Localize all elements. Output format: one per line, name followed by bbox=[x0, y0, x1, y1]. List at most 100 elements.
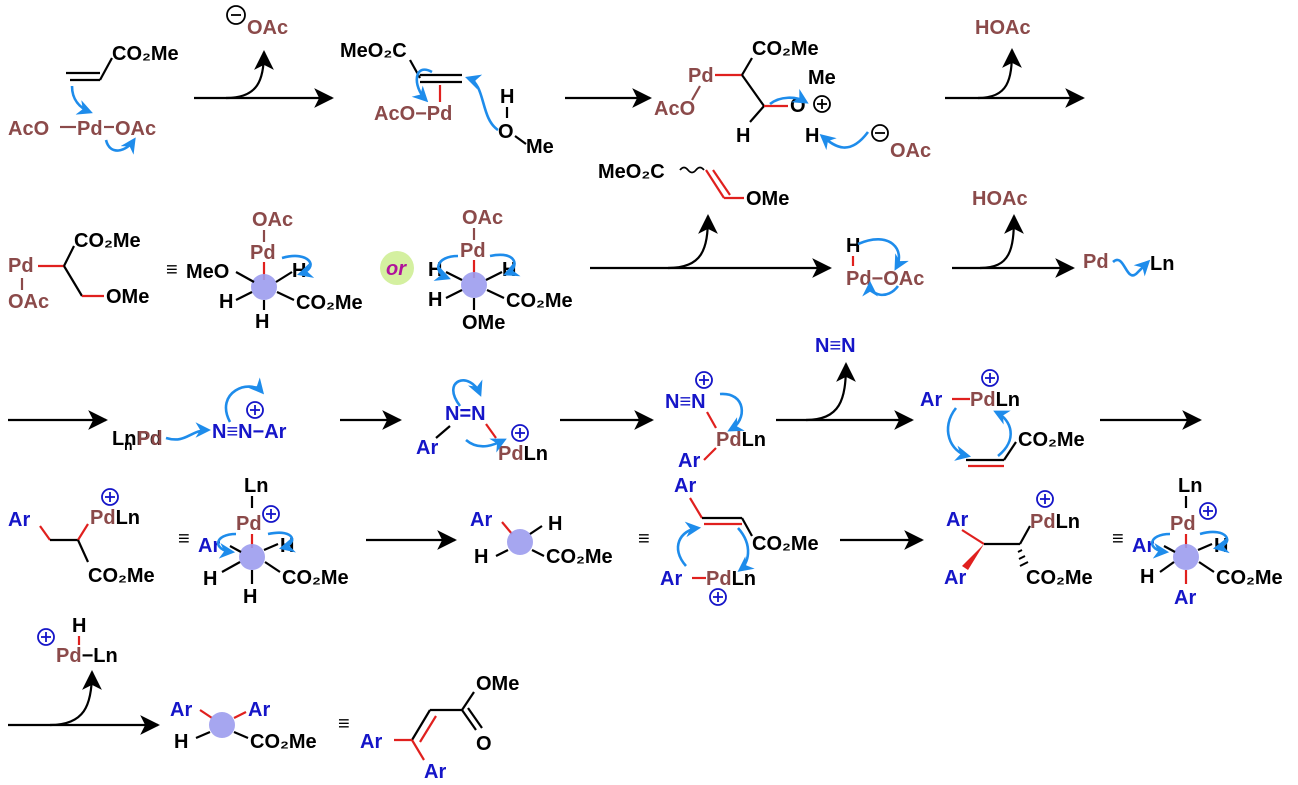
hydro-ar: Ar bbox=[470, 509, 492, 531]
equivalence-5: ≡ bbox=[338, 713, 350, 735]
methanol-me: Me bbox=[526, 136, 554, 158]
newman-projection-3: Ln Pd Ar H H H CO₂Me bbox=[198, 475, 349, 608]
arrow-step-9: N≡N bbox=[776, 335, 914, 430]
enol-ether-ome: OMe bbox=[746, 188, 789, 210]
hydro-h-left: H bbox=[474, 546, 488, 568]
alkyl-pd: Pd bbox=[8, 255, 34, 277]
newman2-pd: Pd bbox=[460, 240, 486, 262]
newman4-pd: Pd bbox=[1170, 513, 1196, 535]
oxonium-arrow bbox=[769, 88, 809, 106]
product-center bbox=[209, 712, 235, 738]
int3-ester: CO₂Me bbox=[752, 38, 819, 60]
arrow-step-1: OAc bbox=[194, 5, 334, 108]
aryl-pd-pdln: PdLn bbox=[970, 389, 1020, 411]
migratory-arrow-2 bbox=[993, 410, 1012, 458]
lnpd-label: LnPd bbox=[112, 428, 162, 450]
hydro-h-top: H bbox=[548, 513, 562, 535]
n2-released: N≡N bbox=[815, 335, 856, 357]
int3-aco: AcO bbox=[654, 98, 695, 120]
newman3-pd: Pd bbox=[236, 513, 262, 535]
newman1-h-bottom: H bbox=[255, 311, 269, 333]
product-ester: CO₂Me bbox=[250, 731, 317, 753]
pd-left-acetate: AcO bbox=[8, 118, 49, 140]
newman2-center bbox=[461, 272, 487, 298]
newman4-arrow-right bbox=[1199, 530, 1230, 554]
acetate-departure-arrow bbox=[104, 137, 136, 155]
aco-pd: AcO−Pd bbox=[374, 103, 452, 125]
pd-diazene-complex: N=N Ar PdLn bbox=[416, 379, 548, 465]
pd0: Pd bbox=[1083, 251, 1109, 273]
newman-projection-4: Ln Pd Ar H H Ar CO₂Me bbox=[1132, 475, 1283, 609]
pdh-arrow-1 bbox=[857, 238, 909, 271]
diaryl-ester: CO₂Me bbox=[1026, 567, 1093, 589]
equivalence-4: ≡ bbox=[1112, 528, 1124, 550]
int3-h-left: H bbox=[736, 125, 750, 147]
pd-hydride-cation: H Pd−Ln bbox=[37, 615, 118, 667]
arrow-step-5: HOAc bbox=[952, 188, 1075, 278]
acrylate-ester: CO₂Me bbox=[112, 43, 179, 65]
alkyl-pd-ome: OMe bbox=[106, 286, 149, 308]
hydro-aryl-product: Ar H H CO₂Me bbox=[470, 509, 613, 568]
product-ar-right: Ar bbox=[248, 699, 270, 721]
acetate-leaving: OAc bbox=[247, 17, 288, 39]
newman4-ar-left: Ar bbox=[1132, 535, 1154, 557]
complex-arrow-1 bbox=[676, 521, 702, 567]
pd-attack-arrow bbox=[165, 422, 212, 441]
alkyl-pd-product: Pd CO₂Me OMe OAc bbox=[8, 230, 149, 313]
equivalence-2: ≡ bbox=[178, 528, 190, 550]
newman2-h-low: H bbox=[428, 289, 442, 311]
cinnamate-o: O bbox=[476, 733, 492, 755]
hydro-ester: CO₂Me bbox=[546, 546, 613, 568]
newman4-arrow-left bbox=[1150, 532, 1171, 559]
pd-alkene-intermediate: MeO₂C AcO−Pd H O Me bbox=[340, 40, 554, 158]
newman3-arrow-left bbox=[216, 532, 237, 559]
ligand-ln: Ln bbox=[1150, 253, 1174, 275]
methanol-attack-arrow bbox=[465, 74, 499, 132]
diaryl-ar-bottom: Ar bbox=[944, 567, 966, 589]
complex-ar-bottom: Ar bbox=[660, 568, 682, 590]
newman4-ar-bottom: Ar bbox=[1174, 587, 1196, 609]
complex-pdln: PdLn bbox=[716, 429, 766, 451]
methanol-o: O bbox=[498, 121, 514, 143]
pd-hydride-species: H Pd−OAc bbox=[846, 235, 924, 297]
n2-ligand: N≡N bbox=[665, 391, 706, 413]
complex-arrow-2 bbox=[737, 527, 755, 572]
product-h: H bbox=[174, 731, 188, 753]
int3-h-right: H bbox=[805, 125, 819, 147]
hoac-byproduct-1: HOAc bbox=[975, 17, 1031, 39]
newman1-oac: OAc bbox=[252, 209, 293, 231]
complex-pdln-2: PdLn bbox=[706, 568, 756, 590]
newman1-meo: MeO bbox=[186, 261, 229, 283]
diazene-ar: Ar bbox=[416, 437, 438, 459]
arrow-step-13 bbox=[8, 670, 160, 735]
n2-loss-arrow bbox=[719, 392, 745, 432]
newman1-pd: Pd bbox=[250, 242, 276, 264]
equivalence-1: ≡ bbox=[166, 259, 178, 281]
newman2-ome: OMe bbox=[462, 312, 505, 334]
complex-ar: Ar bbox=[678, 450, 700, 472]
newman-projection-1: OAc Pd MeO H H H CO₂Me bbox=[186, 209, 363, 333]
pdh-arrow-2 bbox=[862, 280, 900, 297]
lnpd-diazonium: LnPd Pd n N≡N−Ar bbox=[112, 377, 287, 453]
newman3-h-bottom: H bbox=[243, 586, 257, 608]
equivalence-3: ≡ bbox=[638, 528, 650, 550]
newman3-center bbox=[239, 544, 265, 570]
diaryl-alkyl-pd: Ar PdLn Ar CO₂Me bbox=[944, 490, 1093, 589]
pd-oac2-alkene-complex: CO₂Me AcO Pd OAc bbox=[8, 43, 179, 155]
arrow-step-4: MeO₂C OMe bbox=[590, 161, 832, 278]
hydro-center bbox=[507, 529, 533, 555]
int3-me: Me bbox=[808, 67, 836, 89]
pd-ln-label: PdLn bbox=[498, 443, 548, 465]
diazonium-label: N≡N−Ar bbox=[212, 421, 287, 443]
pdh-cation-pd: Pd−Ln bbox=[56, 645, 118, 667]
newman4-ester: CO₂Me bbox=[1216, 567, 1283, 589]
adduct-ester: CO₂Me bbox=[88, 565, 155, 587]
aryl-pd-ar: Ar bbox=[920, 389, 942, 411]
newman2-oac: OAc bbox=[462, 207, 503, 229]
newman3-ln: Ln bbox=[244, 475, 268, 497]
newman3-arrow-right bbox=[267, 531, 297, 553]
oxonium-intermediate: Pd CO₂Me AcO H O Me H OAc bbox=[654, 38, 931, 162]
methanol-h: H bbox=[500, 86, 514, 108]
aryl-pd-alkene-complex: Ar CO₂Me Ar PdLn bbox=[660, 475, 819, 606]
